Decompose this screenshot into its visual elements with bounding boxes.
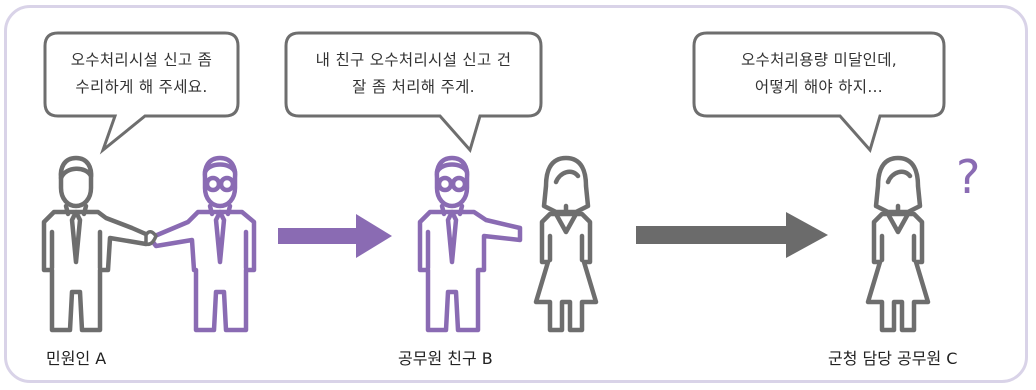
person-c-figure xyxy=(865,155,931,333)
bubble-b-text: 내 친구 오수처리시설 신고 건 잘 좀 처리해 주게. xyxy=(286,47,541,101)
arrow-b-to-c xyxy=(636,212,828,258)
handshake xyxy=(144,230,158,247)
bubble-b-line1: 내 친구 오수처리시설 신고 건 xyxy=(315,51,512,69)
label-person-b: 공무원 친구 B xyxy=(398,349,493,368)
question-mark-icon: ? xyxy=(956,150,981,204)
bubble-c-line2: 어떻게 해야 하지… xyxy=(754,78,884,96)
person-a-figure xyxy=(41,155,151,333)
bubble-a-line1: 오수처리시설 신고 좀 xyxy=(70,51,213,69)
person-b-figure xyxy=(417,155,523,333)
woman-figure-middle xyxy=(533,155,599,333)
speech-bubble-c xyxy=(692,31,946,154)
bubble-a-line2: 수리하게 해 주세요. xyxy=(75,78,208,96)
bubble-c-line1: 오수처리용량 미달인데, xyxy=(740,51,898,69)
bubble-c-text: 오수처리용량 미달인데, 어떻게 해야 하지… xyxy=(694,47,944,101)
bubble-b-line2: 잘 좀 처리해 주게. xyxy=(352,78,475,96)
speech-bubble-a xyxy=(43,31,240,155)
label-person-a: 민원인 A xyxy=(46,349,107,368)
label-person-c: 군청 담당 공무원 C xyxy=(828,349,958,368)
elder-figure-left xyxy=(147,155,257,333)
bubble-a-text: 오수처리시설 신고 좀 수리하게 해 주세요. xyxy=(45,47,238,101)
arrow-a-to-b xyxy=(278,214,392,258)
speech-bubble-b xyxy=(284,31,543,154)
